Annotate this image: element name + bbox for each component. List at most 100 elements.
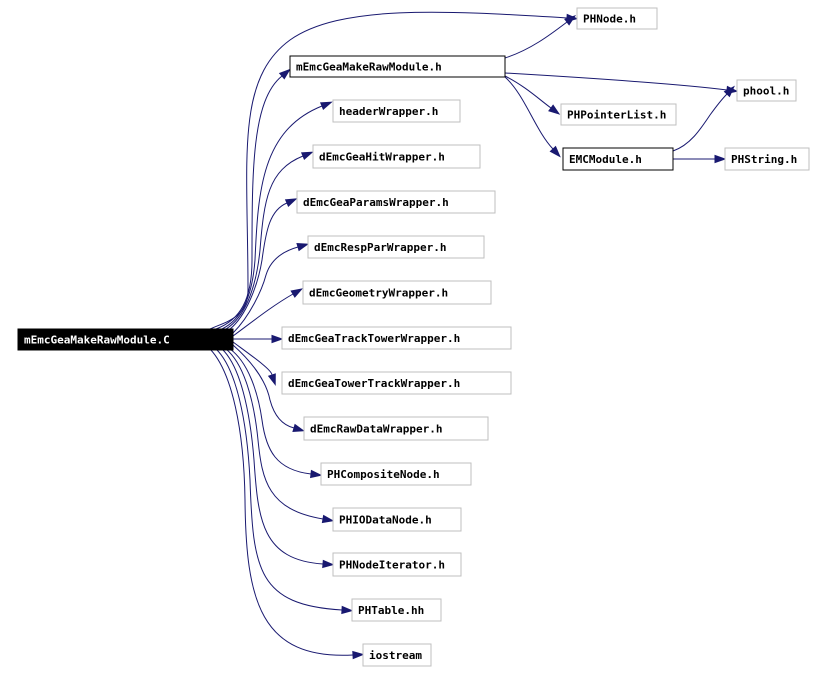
node-box [576, 7, 658, 30]
arrowhead [278, 68, 291, 80]
edge-mgmrm_h-to-phptr [504, 75, 561, 115]
edge-line [232, 246, 299, 334]
node-label: PHPointerList.h [567, 109, 666, 122]
node-phool[interactable]: phool.h [736, 79, 797, 102]
edges-layer [209, 11, 739, 660]
edge-root-to-phio [225, 348, 335, 524]
node-phio[interactable]: PHIODataNode.h [332, 507, 462, 532]
node-label: dEmcGeaHitWrapper.h [319, 151, 445, 164]
node-box [560, 103, 677, 126]
edge-root-to-raww [232, 344, 306, 432]
arrowhead [723, 85, 735, 98]
node-label: EMCModule.h [569, 153, 642, 166]
edge-line [672, 93, 728, 152]
node-label: PHIODataNode.h [339, 514, 432, 527]
node-box [332, 99, 461, 123]
node-geomw[interactable]: dEmcGeometryWrapper.h [302, 280, 492, 305]
node-label: PHTable.hh [358, 604, 424, 617]
node-iostream[interactable]: iostream [362, 643, 432, 667]
arrowhead [714, 154, 727, 164]
edge-line [504, 72, 728, 91]
node-label: dEmcRespParWrapper.h [314, 241, 446, 254]
arrowhead [284, 198, 298, 208]
node-ttw[interactable]: dEmcGeaTrackTowerWrapper.h [281, 326, 512, 350]
node-box [281, 326, 512, 350]
node-phiter[interactable]: PHNodeIterator.h [332, 552, 462, 577]
node-tw2[interactable]: dEmcGeaTowerTrackWrapper.h [281, 371, 512, 395]
edge-root-to-phcomp [229, 348, 323, 479]
node-label: PHNode.h [583, 13, 636, 26]
edge-root-to-geomw [232, 288, 304, 337]
arrowhead [549, 145, 561, 158]
node-label: dEmcGeaTowerTrackWrapper.h [288, 377, 460, 390]
node-label: mEmcGeaMakeRawModule.h [296, 61, 442, 74]
node-box [17, 328, 234, 351]
node-box [307, 235, 485, 259]
node-raww[interactable]: dEmcRawDataWrapper.h [303, 416, 489, 441]
node-label: iostream [369, 649, 422, 662]
node-phptr[interactable]: PHPointerList.h [560, 103, 677, 126]
node-hdrw[interactable]: headerWrapper.h [332, 99, 461, 123]
arrowhead [300, 151, 314, 161]
nodes-layer: mEmcGeaMakeRawModule.C PHNode.h mEmcGeaMak… [17, 7, 810, 667]
node-box [332, 507, 462, 532]
node-mgmrm_h[interactable]: mEmcGeaMakeRawModule.h [289, 55, 506, 78]
edge-root-to-hitw [225, 151, 314, 330]
edge-root-to-phtable [215, 348, 354, 615]
edge-line [504, 75, 552, 109]
node-label: dEmcGeometryWrapper.h [309, 287, 448, 300]
edge-line [504, 21, 568, 59]
node-parw[interactable]: dEmcGeaParamsWrapper.h [296, 190, 496, 214]
node-phcomp[interactable]: PHCompositeNode.h [320, 462, 472, 486]
edge-root-to-ttw [233, 334, 284, 344]
node-hitw[interactable]: dEmcGeaHitWrapper.h [312, 144, 481, 169]
node-label: dEmcGeaParamsWrapper.h [303, 196, 449, 209]
edge-emcmod-to-phool [672, 85, 735, 152]
edge-root-to-tw2 [232, 341, 276, 386]
edge-root-to-phiter [221, 348, 335, 569]
edge-root-to-iostream [209, 348, 365, 660]
node-label: mEmcGeaMakeRawModule.C [24, 334, 170, 347]
edge-root-to-parw [229, 198, 298, 330]
node-label: PHNodeIterator.h [339, 559, 445, 572]
node-box [736, 79, 797, 102]
node-phstring[interactable]: PHString.h [724, 147, 810, 171]
node-box [351, 598, 442, 622]
edge-mgmrm_h-to-emcmod [504, 76, 561, 158]
node-label: PHCompositeNode.h [327, 468, 440, 481]
node-emcmod[interactable]: EMCModule.h [562, 147, 674, 171]
edge-line [232, 293, 294, 337]
arrowhead [296, 243, 310, 252]
node-box [289, 55, 506, 78]
edge-line [225, 155, 304, 330]
node-label: phool.h [743, 85, 789, 98]
edge-line [209, 348, 354, 656]
node-box [562, 147, 674, 171]
node-box [320, 462, 472, 486]
node-label: headerWrapper.h [339, 105, 438, 118]
arrowhead [319, 101, 333, 111]
node-label: dEmcGeaTrackTowerWrapper.h [288, 332, 460, 345]
edge-line [215, 348, 343, 611]
arrowhead [310, 469, 323, 479]
node-phtable[interactable]: PHTable.hh [351, 598, 442, 622]
arrowhead [548, 104, 561, 115]
arrowhead [271, 334, 284, 344]
edge-mgmrm_h-to-phnode [504, 14, 577, 59]
arrowhead [290, 288, 304, 298]
node-box [281, 371, 512, 395]
edge-root-to-mgmrm_h [215, 68, 291, 330]
node-box [303, 416, 489, 441]
arrowhead [352, 650, 365, 660]
node-label: PHString.h [731, 153, 797, 166]
edge-line [232, 341, 273, 376]
edge-line [221, 348, 324, 565]
node-phnode[interactable]: PHNode.h [576, 7, 658, 30]
edge-line [229, 348, 312, 475]
edge-mgmrm_h-to-phool [504, 72, 739, 95]
arrowhead [321, 514, 335, 524]
node-root[interactable]: mEmcGeaMakeRawModule.C [17, 328, 234, 351]
node-respw[interactable]: dEmcRespParWrapper.h [307, 235, 485, 259]
edge-line [229, 202, 288, 330]
arrowhead [341, 605, 354, 615]
